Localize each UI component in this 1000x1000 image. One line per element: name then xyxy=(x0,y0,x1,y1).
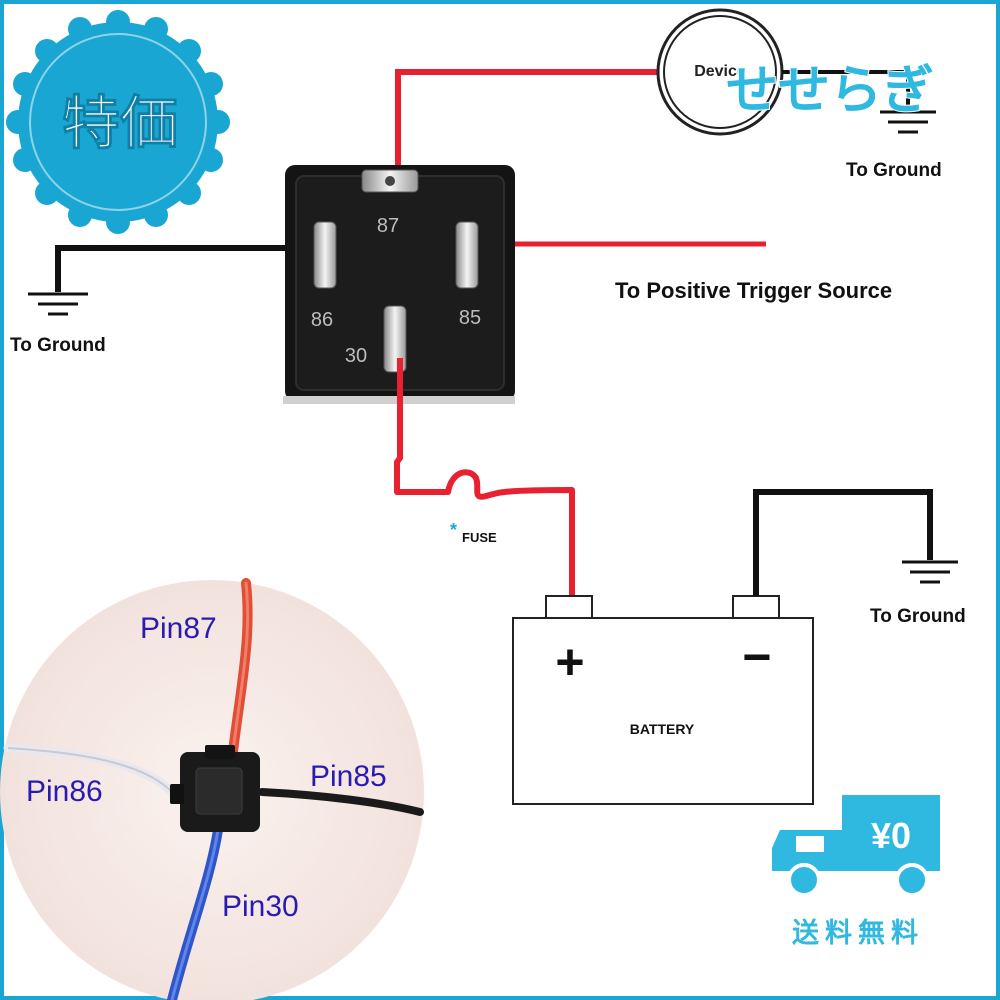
relay-pin-86: 86 xyxy=(311,309,333,331)
relay-blade-30 xyxy=(383,305,407,373)
relay-blade-86 xyxy=(313,221,337,289)
free-shipping-badge xyxy=(772,795,940,897)
shipping-price: ¥0 xyxy=(871,815,911,856)
relay-pin-85: 85 xyxy=(459,307,481,329)
ground-symbol-device xyxy=(880,110,936,134)
inset-label-pin85: Pin85 xyxy=(310,760,387,793)
relay-blade-85 xyxy=(455,221,479,289)
device-symbol: Device xyxy=(656,8,784,136)
label-ground-left: To Ground xyxy=(10,335,106,356)
battery-plus: + xyxy=(555,634,584,690)
shipping-text: 送料無料 xyxy=(792,918,924,948)
relay-pin-30: 30 xyxy=(345,345,367,367)
inset-label-pin86: Pin86 xyxy=(26,775,103,808)
sale-badge xyxy=(6,10,230,234)
relay-pin-87: 87 xyxy=(377,215,399,237)
sale-badge-text: 特価 xyxy=(62,91,178,156)
inset-label-pin87: Pin87 xyxy=(140,612,217,645)
wire-device-to-ground xyxy=(782,70,910,110)
ground-symbol-left xyxy=(28,292,88,316)
brand-watermark: せせらぎ xyxy=(726,62,934,120)
battery-label: BATTERY xyxy=(630,721,695,737)
wire-86-to-ground xyxy=(55,245,322,292)
battery xyxy=(512,595,814,805)
device-label: Device xyxy=(694,63,746,80)
label-ground-device: To Ground xyxy=(846,160,942,181)
fuse-mark: * xyxy=(450,520,457,540)
label-fuse: FUSE xyxy=(462,530,497,545)
connector-inset xyxy=(0,578,424,1000)
label-ground-battery: To Ground xyxy=(870,606,966,627)
wire-87-to-device xyxy=(395,69,660,185)
battery-minus: − xyxy=(742,629,771,685)
inset-label-pin30: Pin30 xyxy=(222,890,299,923)
wire-battery-to-ground xyxy=(753,489,933,596)
wire-30-to-fuse xyxy=(394,358,575,596)
label-trigger-source: To Positive Trigger Source xyxy=(615,278,892,303)
ground-symbol-battery xyxy=(902,560,958,584)
